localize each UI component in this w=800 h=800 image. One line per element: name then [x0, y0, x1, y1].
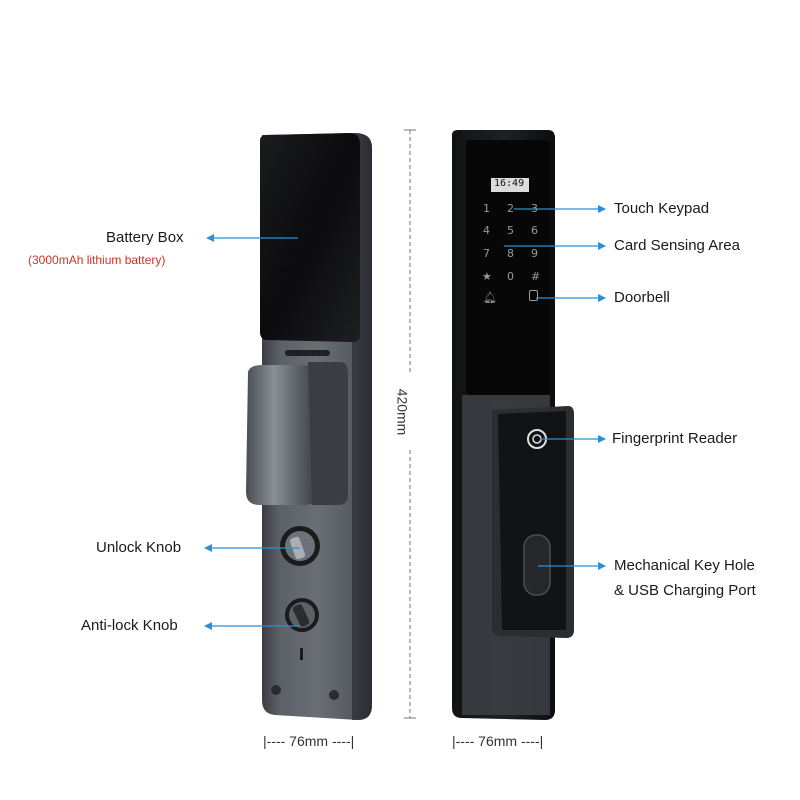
keypad: 1 2 3 4 5 6 7 8 9 ★ 0 # — [478, 200, 548, 300]
antilock-knob-arrow — [204, 622, 300, 630]
key-3[interactable]: 3 — [531, 202, 538, 215]
lock-icon[interactable] — [529, 290, 538, 301]
screw-left — [271, 685, 281, 695]
card-area-arrow — [504, 242, 606, 250]
battery-box-arrow — [206, 234, 298, 242]
keyhole-arrow — [538, 562, 606, 570]
doorbell-label: Doorbell — [614, 289, 670, 306]
key-8[interactable]: 8 — [507, 247, 514, 260]
doorbell-arrow — [536, 294, 606, 302]
height-dimension-label: 420mm — [394, 388, 411, 436]
fingerprint-arrow — [540, 435, 606, 443]
front-width-label: |---- 76mm ----| — [452, 733, 544, 749]
keypad-glass — [466, 140, 550, 395]
touch-keypad-label: Touch Keypad — [614, 200, 710, 217]
card-area-label: Card Sensing Area — [614, 237, 740, 254]
key-7[interactable]: 7 — [483, 247, 490, 260]
battery-box-cover — [260, 133, 360, 342]
key-hole-cover[interactable] — [523, 534, 551, 596]
antilock-knob-label: Anti-lock Knob — [81, 617, 178, 634]
key-5[interactable]: 5 — [507, 224, 514, 237]
back-width-label: |---- 76mm ----| — [263, 733, 355, 749]
unlock-knob[interactable] — [280, 526, 320, 566]
screen-time: 16:49 — [494, 178, 525, 189]
antilock-indicator — [300, 648, 303, 660]
doorbell-icon[interactable]: 🔔︎ — [483, 291, 497, 304]
unlock-knob-label: Unlock Knob — [96, 539, 182, 556]
key-9[interactable]: 9 — [531, 247, 538, 260]
battery-box-label: Battery Box — [106, 229, 184, 246]
lever-handle[interactable] — [246, 362, 348, 505]
key-6[interactable]: 6 — [531, 224, 538, 237]
keyhole-label-line2: & USB Charging Port — [614, 582, 756, 599]
screw-right — [329, 690, 339, 700]
indicator-slot — [285, 350, 330, 356]
battery-note: (3000mAh lithium battery) — [28, 253, 166, 267]
fingerprint-label: Fingerprint Reader — [612, 430, 738, 447]
key-1[interactable]: 1 — [483, 202, 490, 215]
key-2[interactable]: 2 — [507, 202, 514, 215]
unlock-knob-arrow — [204, 544, 300, 552]
key-0[interactable]: 0 — [507, 270, 514, 283]
touch-keypad-arrow — [514, 205, 606, 213]
height-dimension-line — [404, 129, 416, 719]
key-star[interactable]: ★ — [482, 270, 492, 283]
key-4[interactable]: 4 — [483, 224, 490, 237]
time-screen — [491, 178, 529, 192]
antilock-knob[interactable] — [285, 598, 319, 632]
keyhole-label-line1: Mechanical Key Hole — [614, 557, 755, 574]
key-hash[interactable]: # — [531, 270, 541, 283]
